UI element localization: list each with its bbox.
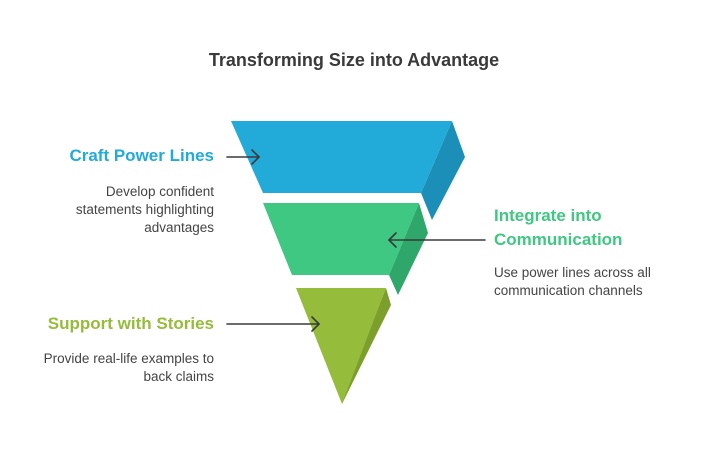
stage-3-description: Provide real-life examples to back claim… xyxy=(43,351,214,384)
stage-3-label: Support with Stories xyxy=(47,314,214,333)
arrow-stage-3 xyxy=(226,316,320,332)
stage-2-label: Integrate into Communication xyxy=(494,206,623,249)
stage-1-label: Craft Power Lines xyxy=(69,146,214,165)
stage-3-face xyxy=(296,288,386,404)
stage-2-side xyxy=(389,203,428,295)
stage-2-face xyxy=(263,203,419,275)
stage-1-side xyxy=(421,121,465,220)
arrow-stage-1 xyxy=(226,149,260,165)
arrow-stage-2 xyxy=(388,232,486,248)
stage-2-description: Use power lines across all communication… xyxy=(494,265,651,298)
diagram-title: Transforming Size into Advantage xyxy=(208,50,500,70)
stage-1-description: Develop confident statements highlightin… xyxy=(75,184,214,235)
stage-1-face xyxy=(231,121,452,193)
stage-3-side xyxy=(342,288,391,404)
